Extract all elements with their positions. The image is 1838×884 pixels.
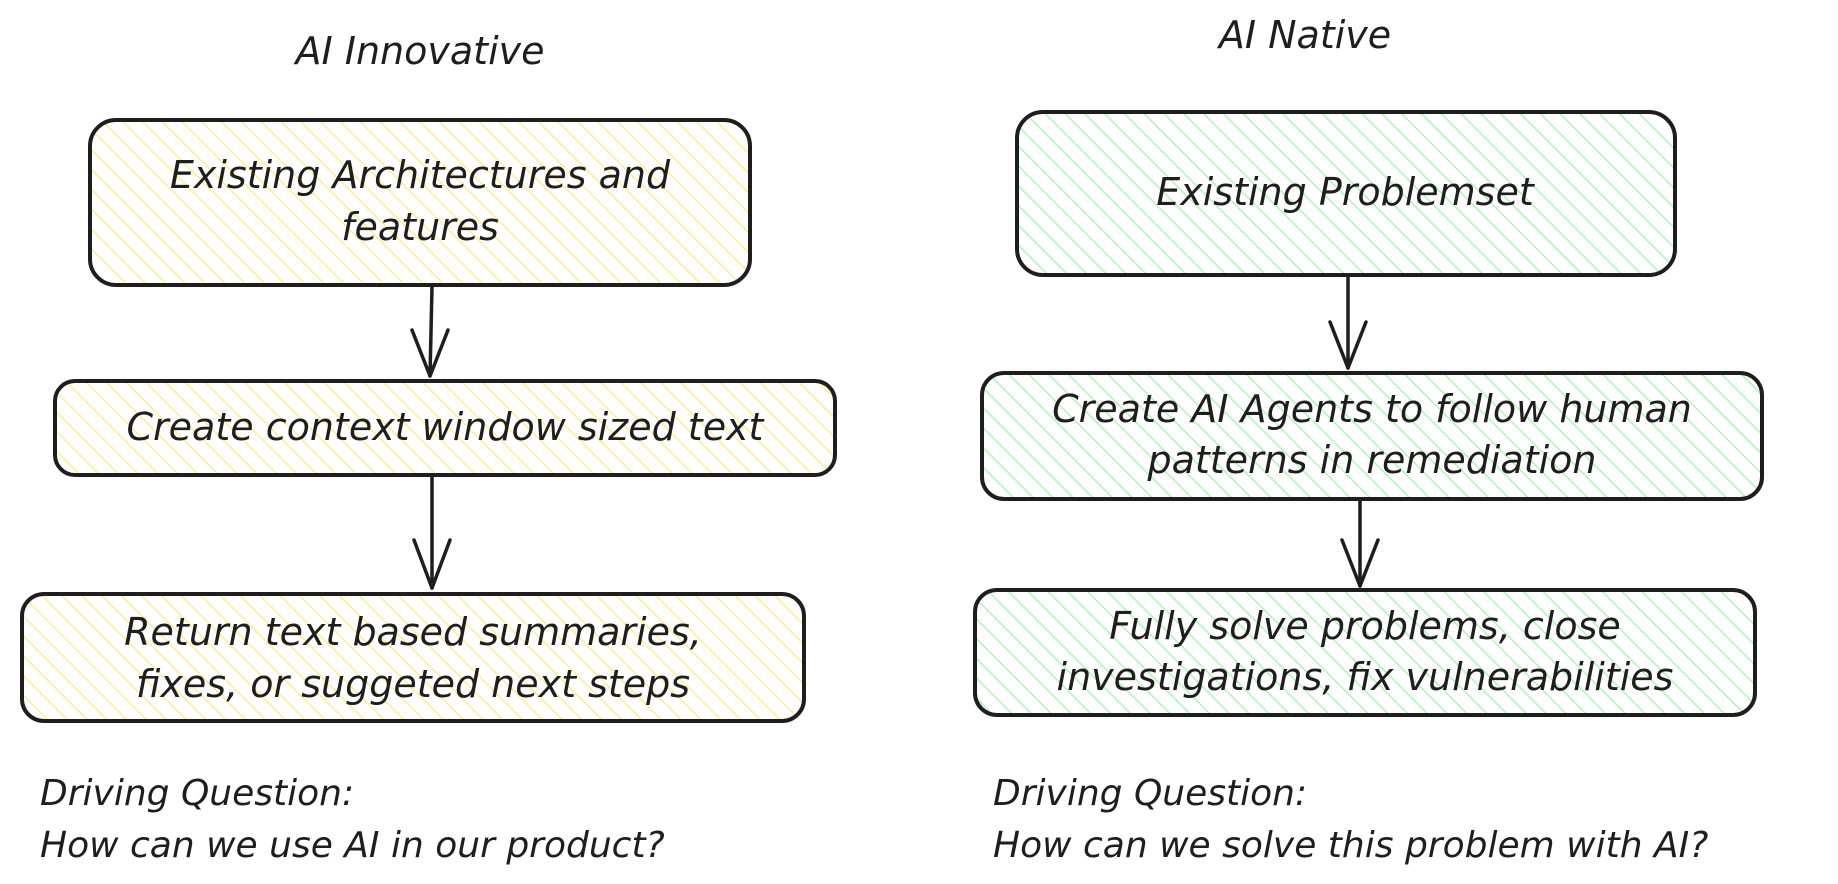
box-line-2: investigations, fix vulnerabilities xyxy=(1057,655,1674,699)
flow-box-existing-problemset[interactable]: Existing Problemset xyxy=(1015,110,1677,277)
box-shape xyxy=(1015,110,1677,277)
arrow-down-3 xyxy=(1328,275,1368,370)
box-line-2: fixes, or suggeted next steps xyxy=(136,662,690,706)
driving-question-text: How can we solve this problem with AI? xyxy=(993,825,1708,866)
driving-question-label: Driving Question: xyxy=(40,773,354,814)
box-shape xyxy=(980,371,1764,501)
box-line-1: Create context window sized text xyxy=(127,405,766,449)
column-ai-innovative: AI Innovative Existing Architectures and… xyxy=(20,29,837,866)
driving-question-label: Driving Question: xyxy=(993,773,1307,814)
box-line-2: features xyxy=(341,205,499,249)
flow-box-create-ai-agents[interactable]: Create AI Agents to follow human pattern… xyxy=(980,371,1764,501)
driving-question-text: How can we use AI in our product? xyxy=(40,825,665,866)
arrow-down-2 xyxy=(412,475,452,590)
box-line-1: Existing Architectures and xyxy=(170,153,671,197)
box-shape xyxy=(20,592,806,723)
flow-box-create-context-window[interactable]: Create context window sized text xyxy=(53,379,837,477)
box-shape xyxy=(88,118,752,287)
flow-box-existing-architectures[interactable]: Existing Architectures and features xyxy=(88,118,752,287)
flow-box-fully-solve-problems[interactable]: Fully solve problems, close investigatio… xyxy=(973,588,1757,717)
column-title-ai-native: AI Native xyxy=(1216,13,1391,57)
arrow-down-1 xyxy=(410,285,450,378)
flow-box-return-text-summaries[interactable]: Return text based summaries, fixes, or s… xyxy=(20,592,806,723)
column-ai-native: AI Native Existing Problemset Create AI … xyxy=(973,13,1764,866)
box-shape xyxy=(53,379,837,477)
column-title-ai-innovative: AI Innovative xyxy=(292,29,544,73)
arrow-down-4 xyxy=(1340,499,1380,588)
box-line-1: Fully solve problems, close xyxy=(1109,604,1621,648)
box-line-1: Existing Problemset xyxy=(1156,170,1536,214)
box-line-1: Return text based summaries, xyxy=(124,610,702,654)
box-line-2: patterns in remediation xyxy=(1146,438,1596,482)
box-line-1: Create AI Agents to follow human xyxy=(1052,387,1692,431)
box-shape xyxy=(973,588,1757,717)
